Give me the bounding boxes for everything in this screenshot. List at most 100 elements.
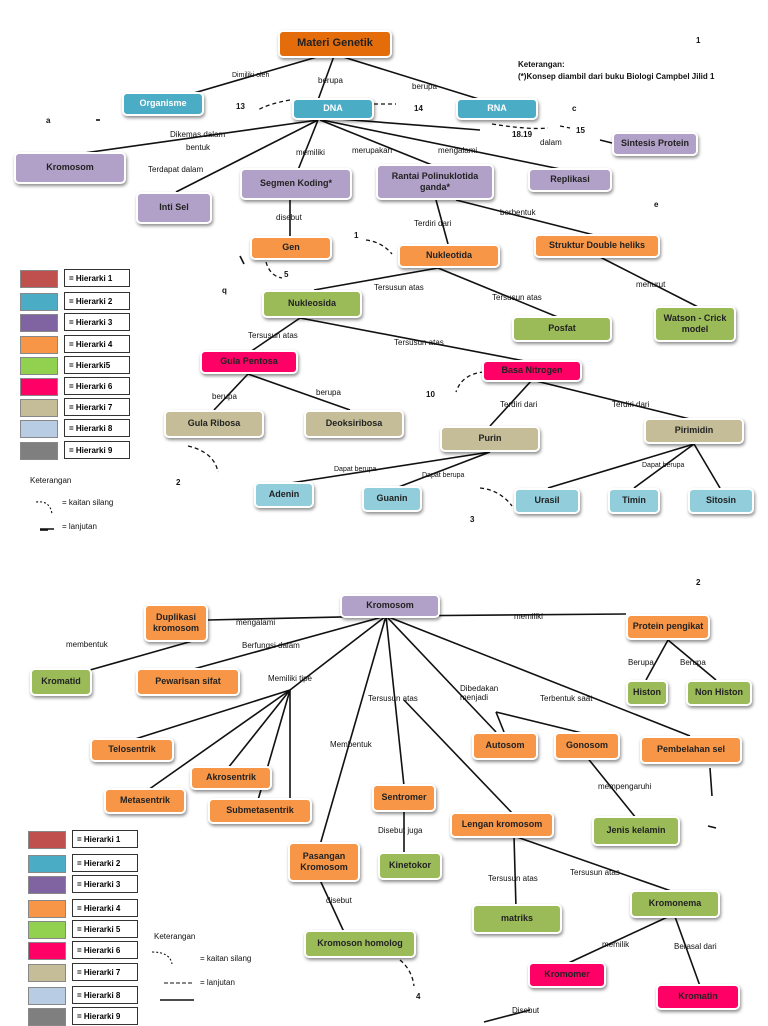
node-non-histon[interactable]: Non Histon: [686, 680, 752, 706]
node-materi-genetik[interactable]: Materi Genetik: [278, 30, 392, 58]
node-purin[interactable]: Purin: [440, 426, 540, 452]
node-organisme[interactable]: Organisme: [122, 92, 204, 116]
node-kromomer[interactable]: Kromomer: [528, 962, 606, 988]
node-segmen-koding[interactable]: Segmen Koding*: [240, 168, 352, 200]
label-disebut-juga: Disebut juga: [378, 826, 423, 835]
node-jenis-kelamin[interactable]: Jenis kelamin: [592, 816, 680, 846]
label-dapat-berupa: Dapat berupa: [422, 472, 465, 479]
node-kromoson-homolog[interactable]: Kromoson homolog: [304, 930, 416, 958]
label-terbentuk-saat: Terbentuk saat: [540, 694, 593, 703]
node-inti-sel[interactable]: Inti Sel: [136, 192, 212, 224]
label-berupa: berupa: [318, 76, 343, 85]
node-timin[interactable]: Timin: [608, 488, 660, 514]
label-dikemas-dalam: Dikemas dalam: [170, 130, 226, 139]
node-deoksiribosa[interactable]: Deoksiribosa: [304, 410, 404, 438]
label-berfungsi-dalam: Berfungsi dalam: [242, 641, 300, 650]
label-memiliki-tipe: Memiliki tipe: [268, 674, 313, 683]
node-sintesis-protein[interactable]: Sintesis Protein: [612, 132, 698, 156]
node-gula-pentosa[interactable]: Gula Pentosa: [200, 350, 298, 374]
legend-swatch: [20, 336, 58, 354]
node-metasentrik[interactable]: Metasentrik: [104, 788, 186, 814]
legend-swatch: [28, 921, 66, 939]
node-duplikasi-kromosom[interactable]: Duplikasi kromosom: [144, 604, 208, 642]
legend-label: = Hierarki 8: [64, 419, 130, 437]
node-kromatid[interactable]: Kromatid: [30, 668, 92, 696]
node-watson-crick[interactable]: Watson - Crick model: [654, 306, 736, 342]
node-sitosin[interactable]: Sitosin: [688, 488, 754, 514]
node-basa-nitrogen[interactable]: Basa Nitrogen: [482, 360, 582, 382]
node-nukleosida[interactable]: Nukleosida: [262, 290, 362, 318]
ref-number: 14: [414, 104, 423, 113]
legend-swatch: [20, 270, 58, 288]
label-tersusun-atas: Tersusun atas: [492, 293, 542, 302]
label-tersusun-atas: Tersusun atas: [368, 694, 418, 703]
ref-number: a: [46, 116, 51, 125]
label-memiliki: memiliki: [296, 148, 325, 157]
legend-label: = Hierarki 1: [72, 830, 138, 848]
label-dimiliki-oleh: Dimiliki oleh: [232, 72, 270, 79]
node-sentromer[interactable]: Sentromer: [372, 784, 436, 812]
legend-label: = Hierarki 2: [64, 292, 130, 310]
legend-silang: = kaitan silang: [62, 498, 114, 507]
node-kromosom[interactable]: Kromosom: [340, 594, 440, 618]
node-guanin[interactable]: Guanin: [362, 486, 422, 512]
node-posfat[interactable]: Posfat: [512, 316, 612, 342]
legend-swatch: [28, 900, 66, 918]
legend-label: = Hierarki 7: [72, 963, 138, 981]
legend-lanjutan: = lanjutan: [62, 522, 97, 531]
node-kinetokor[interactable]: Kinetokor: [378, 852, 442, 880]
node-matriks[interactable]: matriks: [472, 904, 562, 934]
node-autosom[interactable]: Autosom: [472, 732, 538, 760]
node-kromosom[interactable]: Kromosom: [14, 152, 126, 184]
label-berupa: Berupa: [680, 658, 706, 667]
node-adenin[interactable]: Adenin: [254, 482, 314, 508]
node-protein-pengikat[interactable]: Protein pengikat: [626, 614, 710, 640]
legend-swatch: [20, 378, 58, 396]
label-dibedakan-menjadi: Dibedakan menjadi: [460, 684, 499, 702]
legend-swatch: [28, 942, 66, 960]
node-histon[interactable]: Histon: [626, 680, 668, 706]
legend-swatch: [28, 964, 66, 982]
label-tersusun-atas: Tersusun atas: [488, 874, 538, 883]
label-tersusun-atas: Tersusun atas: [394, 338, 444, 347]
node-gen[interactable]: Gen: [250, 236, 332, 260]
node-struktur-double-heliks[interactable]: Struktur Double heliks: [534, 234, 660, 258]
legend-label: = Hierarki 6: [72, 941, 138, 959]
node-kromonema[interactable]: Kromonema: [630, 890, 720, 918]
legend-title: Keterangan: [154, 932, 196, 941]
label-merupakan: merupakan: [352, 146, 393, 155]
node-kromatin[interactable]: Kromatin: [656, 984, 740, 1010]
node-dna[interactable]: DNA: [292, 98, 374, 120]
node-submetasentrik[interactable]: Submetasentrik: [208, 798, 312, 824]
node-rna[interactable]: RNA: [456, 98, 538, 120]
node-pirimidin[interactable]: Pirimidin: [644, 418, 744, 444]
legend-swatch: [20, 357, 58, 375]
node-urasil[interactable]: Urasil: [514, 488, 580, 514]
label-tersusun-atas: Tersusun atas: [570, 868, 620, 877]
legend-label: = Hierarki 4: [64, 335, 130, 353]
node-nukleotida[interactable]: Nukleotida: [398, 244, 500, 268]
legend-label: = Hierarki 9: [64, 441, 130, 459]
node-pewarisan-sifat[interactable]: Pewarisan sifat: [136, 668, 240, 696]
ref-number: 10: [426, 390, 435, 399]
legend-label: = Hierarki5: [64, 356, 130, 374]
node-pembelahan-sel[interactable]: Pembelahan sel: [640, 736, 742, 764]
node-telosentrik[interactable]: Telosentrik: [90, 738, 174, 762]
label-terdapat-dalam: Terdapat dalam: [148, 165, 204, 174]
legend-label: = Hierarki 3: [64, 313, 130, 331]
node-rantai-polinuklotida[interactable]: Rantai Polinuklotida ganda*: [376, 164, 494, 200]
label-dapat-berupa: Dapat berupa: [642, 462, 685, 469]
note-text: (*)Konsep diambil dari buku Biologi Camp…: [518, 72, 715, 81]
ref-number: 13: [236, 102, 245, 111]
label-terdiri-dari: Terdiri dari: [500, 400, 538, 409]
label-berupa: berupa: [316, 388, 341, 397]
node-akrosentrik[interactable]: Akrosentrik: [190, 766, 272, 790]
label-disebut: Disebut: [512, 1006, 540, 1015]
legend-silang: = kaitan silang: [200, 954, 252, 963]
node-replikasi[interactable]: Replikasi: [528, 168, 612, 192]
legend-swatch: [20, 442, 58, 460]
node-gonosom[interactable]: Gonosom: [554, 732, 620, 760]
node-lengan-kromosom[interactable]: Lengan kromosom: [450, 812, 554, 838]
node-gula-ribosa[interactable]: Gula Ribosa: [164, 410, 264, 438]
node-pasangan-kromosom[interactable]: Pasangan Kromosom: [288, 842, 360, 882]
